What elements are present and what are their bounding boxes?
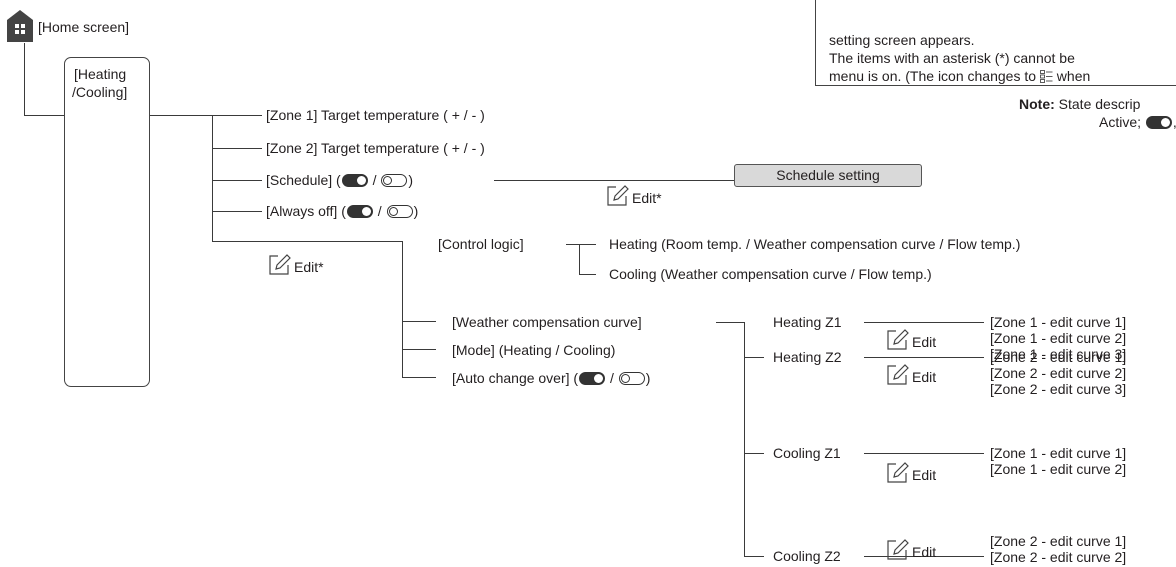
edit-icon [269, 254, 291, 275]
schedule-setting-label: Schedule setting [776, 167, 880, 183]
control-cooling-item[interactable]: Cooling (Weather compensation curve / Fl… [609, 266, 932, 282]
heating-z1-edit[interactable]: Edit [886, 328, 936, 350]
heating-z2-item[interactable]: Heating Z2 [773, 349, 842, 365]
home-icon [7, 10, 33, 42]
hz1-curve-2[interactable]: [Zone 1 - edit curve 2] [990, 330, 1127, 346]
heating-cooling-label-2: /Cooling] [72, 84, 128, 100]
hz2-curve-1[interactable]: [Zone 2 - edit curve 1] [990, 349, 1127, 365]
edit-icon [887, 539, 909, 560]
toggle-on-icon [341, 174, 368, 187]
toggle-off-icon [618, 372, 645, 385]
edit-icon [607, 185, 629, 206]
auto-change-over-item[interactable]: [Auto change over] ( / ) [452, 370, 651, 386]
heating-cooling-label-1: [Heating [74, 66, 127, 82]
toggle-on-icon [1145, 116, 1172, 129]
info-line-1: setting screen appears. [829, 32, 975, 48]
schedule-setting-button[interactable]: Schedule setting [734, 164, 922, 187]
mode-item[interactable]: [Mode] (Heating / Cooling) [452, 342, 616, 358]
edit-icon [887, 462, 909, 483]
cooling-z2-item[interactable]: Cooling Z2 [773, 548, 841, 564]
note-line-1: Note: State descrip [1019, 96, 1141, 112]
toggle-on-icon [579, 372, 606, 385]
weather-curve-item[interactable]: [Weather compensation curve] [452, 314, 642, 330]
info-box [815, 0, 1176, 86]
cz1-curve-1[interactable]: [Zone 1 - edit curve 1] [990, 445, 1127, 461]
zone2-target-temperature[interactable]: [Zone 2] Target temperature ( + / - ) [266, 140, 485, 156]
schedule-edit[interactable]: Edit* [606, 184, 662, 206]
cz1-curve-2[interactable]: [Zone 1 - edit curve 2] [990, 461, 1127, 477]
zone1-target-temperature[interactable]: [Zone 1] Target temperature ( + / - ) [266, 107, 485, 123]
toggle-off-icon [386, 205, 413, 218]
hz1-curve-1[interactable]: [Zone 1 - edit curve 1] [990, 314, 1127, 330]
cooling-z2-edit[interactable]: Edit [886, 538, 936, 560]
cooling-z1-edit[interactable]: Edit [886, 461, 936, 483]
heating-z2-edit[interactable]: Edit [886, 363, 936, 385]
always-off-item[interactable]: [Always off] ( / ) [266, 203, 419, 219]
info-line-3: menu is on. (The icon changes to when [829, 68, 1091, 84]
edit-icon [887, 329, 909, 350]
note-line-2: Active; , [1099, 114, 1176, 130]
hz2-curve-3[interactable]: [Zone 2 - edit curve 3] [990, 381, 1127, 397]
hz2-curve-2[interactable]: [Zone 2 - edit curve 2] [990, 365, 1127, 381]
main-edit[interactable]: Edit* [268, 253, 324, 275]
note-label: Note: [1019, 96, 1055, 112]
control-heating-item[interactable]: Heating (Room temp. / Weather compensati… [609, 236, 1021, 252]
cooling-z1-item[interactable]: Cooling Z1 [773, 445, 841, 461]
cz2-curve-2[interactable]: [Zone 2 - edit curve 2] [990, 549, 1127, 565]
heating-z1-item[interactable]: Heating Z1 [773, 314, 842, 330]
control-logic-item[interactable]: [Control logic] [438, 236, 524, 252]
hz1-curve-3[interactable]: [Zone 1 - edit curve 3] [990, 346, 1127, 362]
heating-cooling-box[interactable] [64, 57, 150, 387]
toggle-on-icon [346, 205, 373, 218]
info-line-2: The items with an asterisk (*) cannot be [829, 50, 1075, 66]
toggle-off-icon [381, 174, 408, 187]
home-screen-label: [Home screen] [38, 19, 130, 35]
schedule-item[interactable]: [Schedule] ( / ) [266, 172, 414, 188]
edit-icon [887, 364, 909, 385]
cz2-curve-1[interactable]: [Zone 2 - edit curve 1] [990, 533, 1127, 549]
menu-list-icon [1040, 70, 1053, 83]
